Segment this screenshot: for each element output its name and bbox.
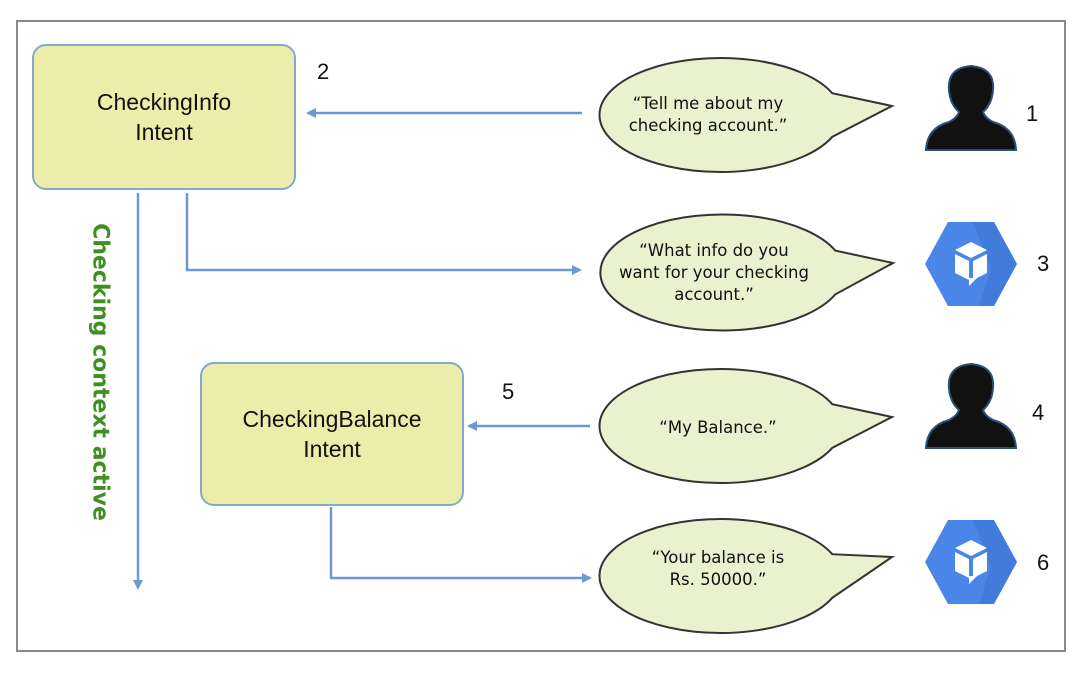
step-number-5: 5 <box>502 379 515 404</box>
step-number-3: 3 <box>1037 251 1050 276</box>
speech-bubble-1 <box>598 57 895 173</box>
user-silhouette-icon <box>925 65 1017 151</box>
bubble-text-4: “Your balance is Rs. 50000.” <box>651 548 785 589</box>
bubble-text-1: “Tell me about my checking account.” <box>628 94 788 135</box>
bot-hexagon-icon <box>925 222 1017 306</box>
user-silhouette-icon <box>925 363 1017 449</box>
checkinginfo-intent-label: CheckingInfo Intent <box>96 89 232 145</box>
checkingbalance-intent-box: CheckingBalance Intent <box>200 362 464 506</box>
arrow-checkinginfo-to-bot <box>185 193 582 275</box>
step-number-6: 6 <box>1037 550 1050 575</box>
bubble-text-2: “What info do you want for your checking… <box>619 241 809 304</box>
arrow-checkingbalance-to-bot <box>329 507 592 583</box>
checkinginfo-intent-box: CheckingInfo Intent <box>32 44 296 190</box>
step-number-1: 1 <box>1026 101 1039 126</box>
checkingbalance-intent-label: CheckingBalance Intent <box>242 406 422 462</box>
speech-bubble-2 <box>599 213 896 332</box>
speech-bubble-3 <box>598 368 895 484</box>
diagram-frame <box>16 20 1066 652</box>
bubble-text-3: “My Balance.” <box>659 418 777 437</box>
speech-bubble-4 <box>598 518 896 634</box>
context-active-label: Checking context active <box>87 223 113 521</box>
step-number-2: 2 <box>317 59 330 84</box>
bot-hexagon-icon <box>925 520 1017 604</box>
step-number-4: 4 <box>1032 400 1045 425</box>
